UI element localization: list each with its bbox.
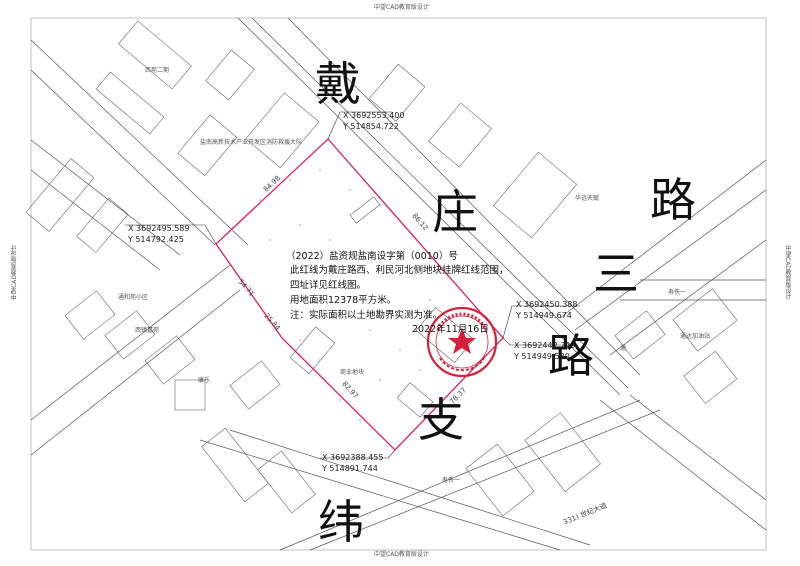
- leader-lines: [125, 111, 580, 459]
- parcel-boundary: [215, 138, 504, 451]
- watermark-top: 中望CAD教育版设计: [374, 4, 429, 11]
- label-xiyuan: 西苑二期: [145, 67, 170, 74]
- street-char-zhuang: 庄: [432, 185, 478, 239]
- coord-p2-x: X 3692495.589: [128, 224, 190, 233]
- plan-note-line3: 四址详见红线图。: [290, 280, 367, 291]
- plan-note-line5: 注：实际面积以土地勘界实测为准。: [290, 310, 443, 321]
- street-char-lu1: 路: [650, 173, 696, 227]
- coord-p1-x: X 3692553.400: [343, 111, 405, 120]
- plan-note-line1: （2022）盐资规盐南设字第（0010）号: [286, 251, 458, 262]
- watermark-bottom: 中望CAD教育版设计: [374, 551, 429, 558]
- plan-note-line4: 用地面积12378平方米。: [290, 295, 397, 306]
- label-kangle: 康乐: [198, 377, 211, 384]
- map-frame: [30, 17, 767, 551]
- street-char-dai: 戴: [315, 57, 361, 111]
- plan-note-date: 2022年11月16日: [412, 324, 489, 335]
- label-parking: 通达加油站: [680, 333, 711, 340]
- coord-p2-y: Y 514792.425: [128, 235, 184, 244]
- label-office: 盐南高新技术产业开发区消防救援大队: [200, 139, 303, 146]
- watermark-right: 中望CAD教育版设计: [783, 245, 791, 300]
- plan-note-line2: 此红线为戴庄路西、利民河北侧地块挂牌红线范围，: [290, 265, 509, 276]
- label-center-small: 商业地块: [340, 369, 365, 376]
- coord-p4-x: X 3692442.229: [514, 341, 576, 350]
- street-lines: [30, 17, 767, 551]
- label-xizhen: 西镇嘉苑: [135, 327, 160, 334]
- coord-p4-y: Y 514949.580: [514, 352, 570, 361]
- coord-p3-x: X 3692450.388: [516, 300, 578, 309]
- label-road-east: 寿佚一: [442, 477, 461, 484]
- coord-p3-y: Y 514949.674: [516, 311, 572, 320]
- watermark-left: 中望CAD教育版设计: [11, 245, 18, 300]
- street-char-zhi: 支: [418, 393, 464, 447]
- coord-p5-x: X 3692388.455: [322, 453, 384, 462]
- building-blocks: [25, 20, 738, 517]
- label-huanyue: 华远天赋: [575, 195, 600, 202]
- official-seal: [426, 306, 498, 378]
- street-char-wei: 纬: [318, 495, 364, 549]
- coord-p5-y: Y 514891.744: [322, 464, 378, 473]
- label-tong: 通: [620, 345, 627, 352]
- street-char-lu2: 路: [548, 329, 594, 383]
- label-tongheyuan: 通和苑小区: [118, 294, 149, 301]
- label-shouyi: 寿佚一: [668, 289, 687, 296]
- coord-p1-y: Y 514854.722: [343, 122, 399, 131]
- parcel-hatch: [249, 169, 431, 421]
- street-char-san: 三: [593, 247, 639, 301]
